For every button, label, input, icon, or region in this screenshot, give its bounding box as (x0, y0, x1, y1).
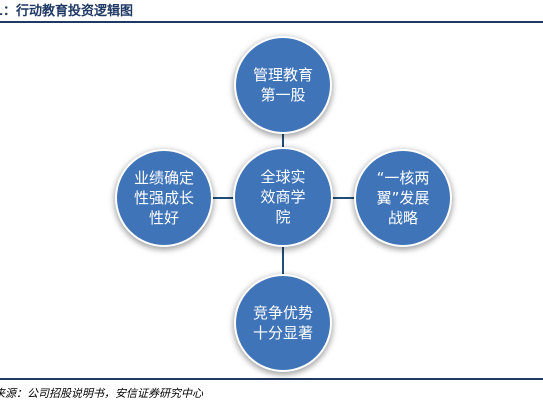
node-center: 全球实 效商学 院 (235, 149, 331, 245)
node-left: 业绩确定 性强成长 性好 (117, 151, 211, 245)
node-right: “一核两 翼”发展 战略 (356, 151, 450, 245)
node-top: 管理教育 第一股 (236, 38, 330, 132)
node-bottom: 竞争优势 十分显著 (236, 276, 330, 370)
node-center-line: 院 (275, 208, 291, 226)
node-center-line: 全球实 (260, 168, 306, 186)
node-left-line: 性好 (148, 209, 179, 227)
node-right-label: “一核两 翼”发展 战略 (377, 168, 430, 228)
node-top-line: 第一股 (260, 86, 306, 104)
node-right-line: 翼”发展 (376, 189, 430, 207)
node-bottom-line: 十分显著 (252, 324, 313, 342)
node-center-label: 全球实 效商学 院 (260, 167, 305, 227)
node-top-line: 管理教育 (252, 66, 313, 84)
bottom-rule (0, 378, 543, 380)
figure-title: 1：行动教育投资逻辑图 (0, 4, 134, 19)
node-right-line: 战略 (387, 209, 418, 227)
top-rule (0, 21, 543, 23)
node-top-label: 管理教育 第一股 (253, 65, 313, 105)
source-note: 来源：公司招股说明书，安信证券研究中心 (0, 387, 203, 400)
node-bottom-line: 竞争优势 (252, 304, 313, 322)
node-bottom-label: 竞争优势 十分显著 (253, 303, 313, 343)
node-left-label: 业绩确定 性强成长 性好 (134, 168, 194, 228)
node-left-line: 性强成长 (133, 189, 194, 207)
node-center-line: 效商学 (260, 188, 306, 206)
node-left-line: 业绩确定 (133, 169, 194, 187)
node-right-line: “一核两 (376, 169, 430, 187)
